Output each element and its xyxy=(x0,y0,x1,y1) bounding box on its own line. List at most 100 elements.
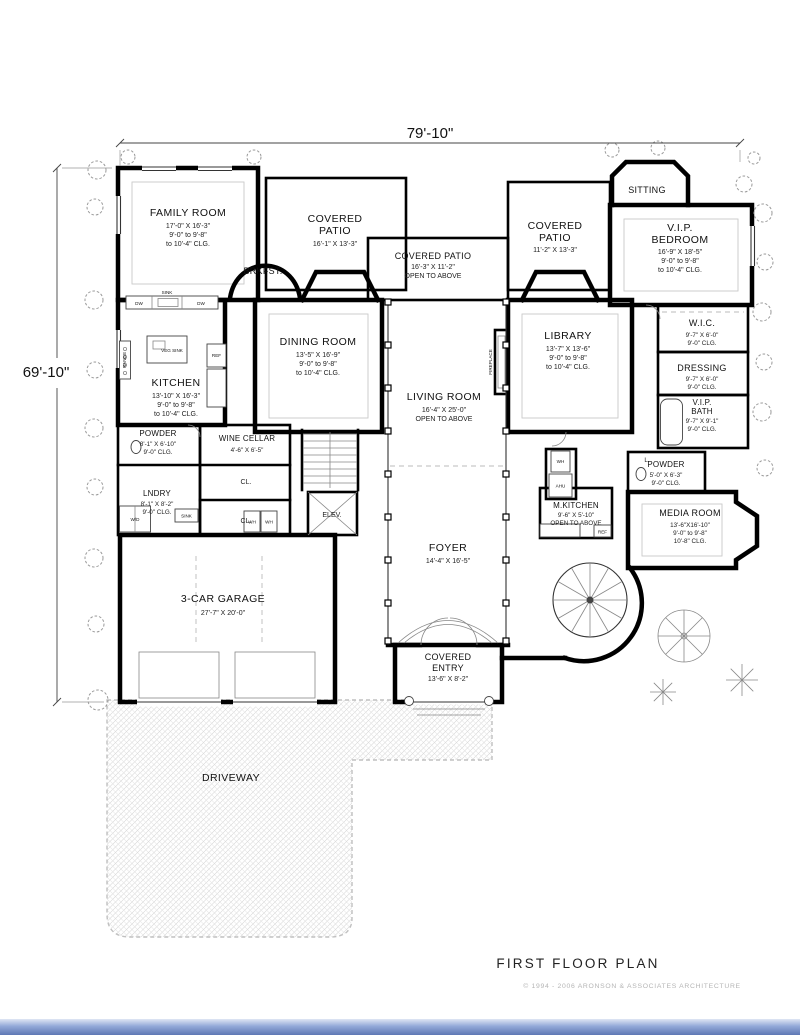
label-patio-left-dims: 16'-1" X 13'-3" xyxy=(313,241,358,248)
label-dining-clg2: to 10'-4" CLG. xyxy=(296,370,340,377)
label-fireplace: FIREPLACE xyxy=(488,349,493,375)
label-dressing: DRESSING xyxy=(677,363,726,373)
entry-column-left xyxy=(404,696,414,706)
label-laundry-clg: 9'-0" CLG. xyxy=(143,509,172,516)
elevator-cab xyxy=(307,491,358,536)
label-vip-bedroom-dims: 16'-9" X 18'-5" xyxy=(658,249,703,256)
kitchen-counter xyxy=(125,295,219,310)
label-driveway: DRIVEWAY xyxy=(202,772,260,784)
label-family-room-clg1: 9'-0" to 9'-8" xyxy=(169,232,207,239)
label-laundry-dims: 8'-1" X 8'-2" xyxy=(141,501,174,508)
label-wine-cellar-dims: 4'-6" X 6'-5" xyxy=(231,447,264,454)
label-wic-clg: 9'-0" CLG. xyxy=(688,340,717,347)
label-vip-bedroom-clg1: 9'-0" to 9'-8" xyxy=(661,258,699,265)
label-garage: 3-CAR GARAGE xyxy=(181,593,265,605)
fixture-labels: DW SINK DW RANGE VEG SINK REF W/D SINK W… xyxy=(122,290,650,535)
plant-starburst-2 xyxy=(726,664,758,696)
water-heater-2-unit xyxy=(260,510,278,533)
door-swings xyxy=(187,304,661,646)
label-wh-3: WH xyxy=(557,459,565,464)
label-kitchen-ref: REF xyxy=(212,353,221,358)
label-wh-2: WH xyxy=(265,520,273,525)
label-dressing-clg: 9'-0" CLG. xyxy=(688,384,717,391)
m-kitchen-ref-unit xyxy=(593,524,612,538)
label-powder-left: POWDER xyxy=(139,429,176,438)
bathtub xyxy=(660,398,683,446)
columns xyxy=(384,298,510,645)
toilet-powder-left xyxy=(130,440,142,454)
m-kitchen-counter xyxy=(539,523,581,538)
label-kitchen-sink: SINK xyxy=(162,290,174,295)
label-m-kitchen-open: OPEN TO ABOVE xyxy=(550,520,601,527)
wall-garage xyxy=(117,532,338,705)
label-sitting: SITTING xyxy=(628,185,666,195)
label-m-kitchen-dims: 9'-6" X 5'-10" xyxy=(558,512,594,519)
label-patio-right-2: PATIO xyxy=(539,232,571,244)
label-laundry-sink: SINK xyxy=(181,514,193,519)
driveway-area xyxy=(106,699,493,938)
label-kitchen-clg1: 9'-0" to 9'-8" xyxy=(157,402,195,409)
wall-dining-bay xyxy=(298,269,382,304)
label-living-open: OPEN TO ABOVE xyxy=(416,416,473,423)
refrigerator xyxy=(206,343,227,368)
wall-sitting-bay xyxy=(609,159,691,208)
label-ahu: AHU xyxy=(556,484,566,489)
label-closet-lower: CL. xyxy=(241,518,252,525)
label-powder-right-clg: 9'-0" CLG. xyxy=(652,480,681,487)
label-patio-right-dims: 11'-2" X 13'-3" xyxy=(533,247,577,254)
patio-left xyxy=(264,176,408,292)
kitchen-counter-right xyxy=(206,368,227,408)
garage-door-panel-right xyxy=(234,651,316,699)
driveway-surface xyxy=(106,699,493,938)
label-range: RANGE xyxy=(122,352,127,368)
label-closet-upper: CL. xyxy=(241,479,252,486)
label-vip-bedroom-2: BEDROOM xyxy=(651,234,708,246)
label-wic-dims: 9'-7" X 6'-0" xyxy=(686,332,719,339)
wall-media-room xyxy=(625,489,760,571)
label-family-room-dims: 17'-0" X 16'-3" xyxy=(166,223,211,230)
wall-library-bay xyxy=(518,269,602,304)
label-garage-dims: 27'-7" X 20'-0" xyxy=(201,610,246,617)
garage-door-panel-left xyxy=(138,651,220,699)
label-foyer-dims: 14'-4" X 16'-5" xyxy=(426,558,471,565)
label-wic: W.I.C. xyxy=(689,318,715,328)
label-patio-center-open: OPEN TO ABOVE xyxy=(405,273,462,280)
label-powder-right-dims: 5'-0" X 6'-3" xyxy=(650,472,683,479)
label-veg-sink: VEG SINK xyxy=(161,348,184,353)
main-stair xyxy=(303,432,357,488)
label-patio-center: COVERED PATIO xyxy=(395,251,472,261)
label-vip-bath: V.I.P. xyxy=(693,398,712,407)
ceiling-trays xyxy=(131,181,739,557)
wall-dining xyxy=(252,297,385,435)
label-patio-left: COVERED xyxy=(308,213,363,225)
label-linen: L. xyxy=(644,457,650,464)
entry-column-right xyxy=(484,696,494,706)
air-handler-unit xyxy=(548,473,573,498)
label-media-room: MEDIA ROOM xyxy=(659,508,721,518)
label-powder-left-clg: 9'-0" CLG. xyxy=(144,449,173,456)
label-m-kitchen-ref: REF xyxy=(598,530,607,535)
label-wine-cellar: WINE CELLAR xyxy=(219,434,275,443)
water-heater-3-unit xyxy=(550,450,571,473)
label-patio-right: COVERED xyxy=(528,220,583,232)
label-kitchen-clg2: to 10'-4" CLG. xyxy=(154,411,198,418)
wall-mech-closet xyxy=(544,447,578,501)
label-media-clg2: 10'-8" CLG. xyxy=(674,538,707,545)
label-foyer: FOYER xyxy=(429,542,467,554)
label-elevator: ELEV. xyxy=(322,512,341,519)
footer-accent-bar xyxy=(0,1019,800,1035)
label-vip-bedroom-clg2: to 10'-4" CLG. xyxy=(658,267,702,274)
label-covered-entry-2: ENTRY xyxy=(432,663,464,673)
label-patio-center-dims: 16'-3" X 11'-2" xyxy=(411,264,455,271)
label-breakfast: BRKFST. xyxy=(243,266,282,276)
wall-breakfast-bay xyxy=(227,263,303,301)
overall-width-label: 79'-10" xyxy=(407,125,454,142)
label-laundry: LNDRY xyxy=(143,489,171,498)
toilet-powder-right xyxy=(635,467,647,481)
label-family-room: FAMILY ROOM xyxy=(150,207,226,219)
wall-vip-bath xyxy=(656,393,750,450)
spiral-stair xyxy=(552,562,628,638)
label-dw-right: DW xyxy=(197,301,205,306)
